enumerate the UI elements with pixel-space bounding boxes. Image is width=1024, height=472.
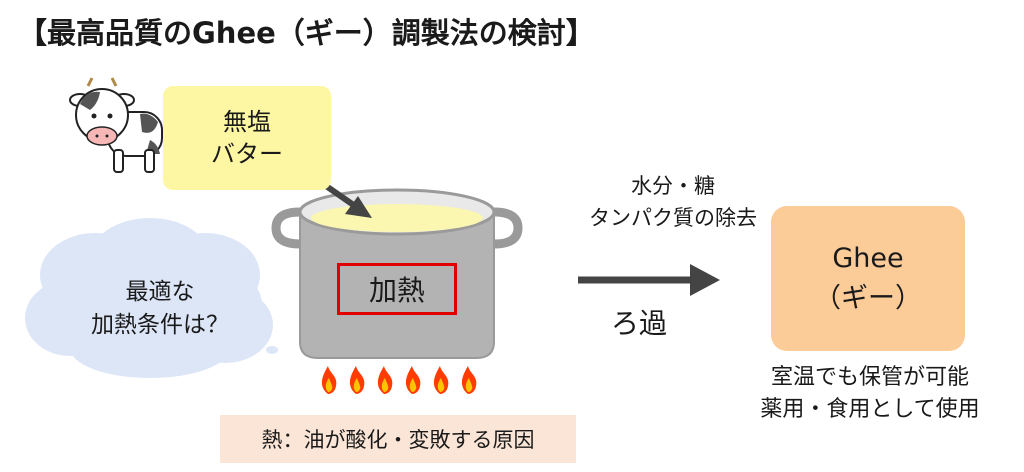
usage-line-2: 薬用・食用として使用 xyxy=(760,397,980,422)
arrow-icon xyxy=(578,264,720,296)
usage-text: 室温でも保管が可能 薬用・食用として使用 xyxy=(740,362,1000,426)
removal-text: 水分・糖 タンパク質の除去 xyxy=(548,170,798,234)
thought-cloud-icon xyxy=(25,218,278,378)
heat-label-box: 加熱 xyxy=(337,263,457,315)
cloud-line-1: 最適な xyxy=(125,279,195,305)
heat-label: 加熱 xyxy=(368,274,425,307)
page-title: 【最高品質のGhee（ギー）調製法の検討】 xyxy=(18,16,595,50)
heat-note: 熱：油が酸化・変敗する原因 xyxy=(261,428,535,452)
butter-line-2: バター xyxy=(211,140,283,168)
cow-icon xyxy=(69,77,163,173)
usage-line-1: 室温でも保管が可能 xyxy=(770,365,969,390)
removal-line-1: 水分・糖 xyxy=(631,174,715,198)
butter-box: 無塩 バター xyxy=(163,86,331,190)
butter-line-1: 無塩 xyxy=(223,108,271,136)
ghee-reading: （ギー） xyxy=(814,282,922,314)
cloud-text: 最適な 加熱条件は？ xyxy=(60,276,260,342)
cloud-line-2: 加熱条件は？ xyxy=(91,312,229,338)
ghee-name: Ghee xyxy=(832,242,904,274)
ghee-box: Ghee （ギー） xyxy=(771,206,965,351)
filter-label: ろ過 xyxy=(611,307,668,340)
removal-line-2: タンパク質の除去 xyxy=(589,206,757,230)
flame-icon xyxy=(321,366,477,394)
heat-note-box: 熱：油が酸化・変敗する原因 xyxy=(220,415,576,463)
